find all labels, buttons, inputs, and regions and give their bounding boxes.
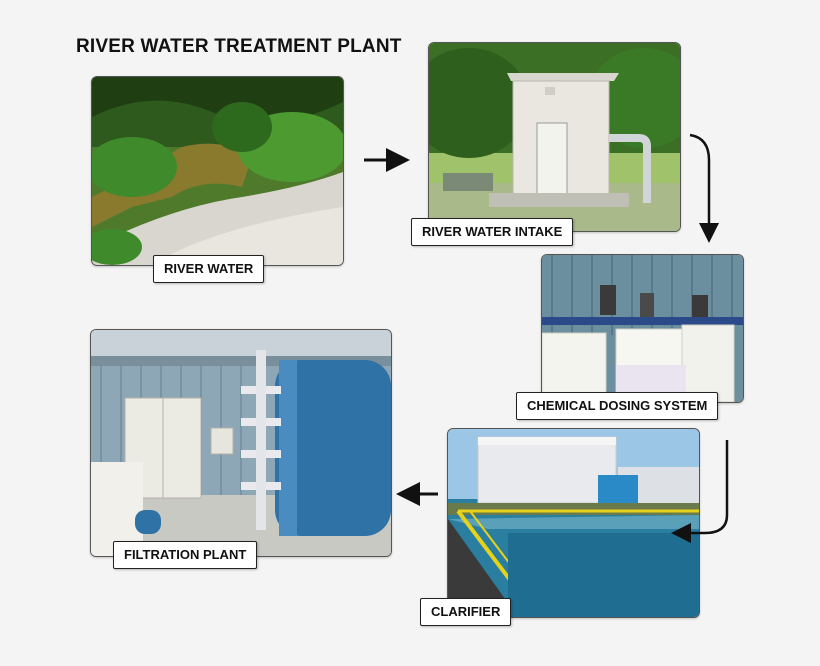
stage-label-clarifier: CLARIFIER <box>420 598 512 626</box>
chemical-dosing-system-photo <box>541 254 744 403</box>
river-water-photo <box>91 76 344 266</box>
clarifier-photo <box>447 428 700 618</box>
stage-label-chemical-dosing-system: CHEMICAL DOSING SYSTEM <box>516 392 719 420</box>
stage-label-river-water-intake: RIVER WATER INTAKE <box>411 218 574 246</box>
stage-label-filtration-plant: FILTRATION PLANT <box>113 541 258 569</box>
river-water-intake-photo <box>428 42 681 232</box>
stage-label-river-water: RIVER WATER <box>153 255 265 283</box>
filtration-plant-photo <box>90 329 392 557</box>
diagram-title: RIVER WATER TREATMENT PLANT <box>76 36 402 57</box>
arrow-intake-to-dosing <box>689 133 719 243</box>
